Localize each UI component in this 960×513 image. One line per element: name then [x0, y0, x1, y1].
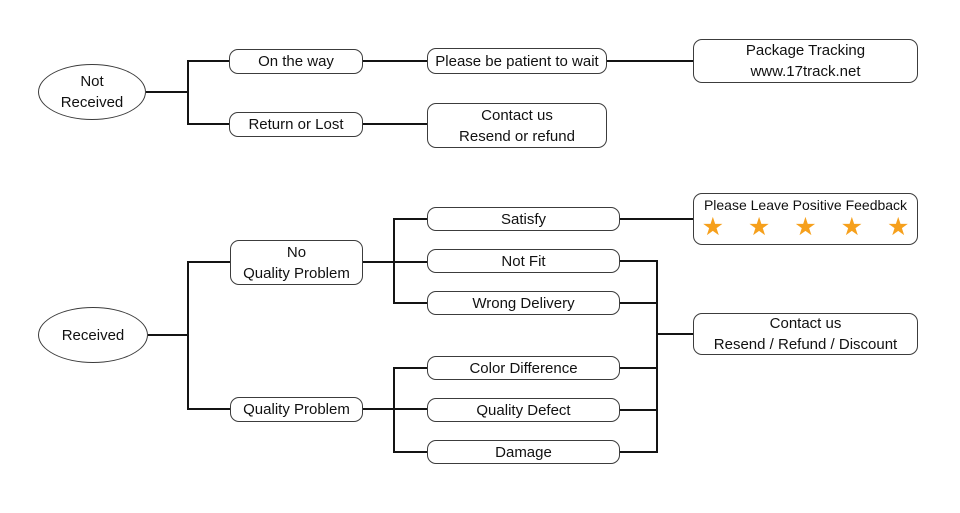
connector-line: [188, 123, 229, 125]
connector-line: [188, 60, 229, 62]
connector-line: [620, 409, 657, 411]
node-contact-us-resend-refund-discount: Contact us Resend / Refund / Discount: [693, 313, 918, 355]
node-positive-feedback: Please Leave Positive Feedback ★ ★ ★ ★ ★: [693, 193, 918, 245]
node-quality-defect: Quality Defect: [427, 398, 620, 422]
connector-line: [394, 218, 427, 220]
feedback-title: Please Leave Positive Feedback: [703, 197, 908, 213]
connector-line: [363, 261, 427, 263]
connector-line: [394, 302, 427, 304]
connector-line: [620, 367, 657, 369]
connector-line: [656, 260, 658, 453]
node-on-the-way: On the way: [229, 49, 363, 74]
connector-line: [187, 261, 189, 410]
connector-line: [363, 408, 427, 410]
node-package-tracking: Package Tracking www.17track.net: [693, 39, 918, 83]
node-not-received: Not Received: [38, 64, 146, 120]
connector-line: [148, 334, 188, 336]
node-please-be-patient: Please be patient to wait: [427, 48, 607, 74]
connector-line: [188, 408, 230, 410]
connector-line: [363, 123, 427, 125]
connector-line: [620, 302, 657, 304]
star-icon: ★ ★ ★ ★ ★: [701, 212, 918, 241]
node-damage: Damage: [427, 440, 620, 464]
node-contact-us-resend-refund: Contact us Resend or refund: [427, 103, 607, 148]
connector-line: [393, 218, 395, 304]
connector-line: [620, 218, 693, 220]
node-wrong-delivery: Wrong Delivery: [427, 291, 620, 315]
node-not-fit: Not Fit: [427, 249, 620, 273]
connector-line: [607, 60, 693, 62]
connector-line: [146, 91, 188, 93]
connector-line: [188, 261, 230, 263]
connector-line: [620, 451, 657, 453]
node-quality-problem: Quality Problem: [230, 397, 363, 422]
connector-line: [394, 367, 427, 369]
node-satisfy: Satisfy: [427, 207, 620, 231]
node-color-difference: Color Difference: [427, 356, 620, 380]
connector-line: [363, 60, 427, 62]
node-return-or-lost: Return or Lost: [229, 112, 363, 137]
connector-line: [394, 451, 427, 453]
node-no-quality-problem: No Quality Problem: [230, 240, 363, 285]
connector-line: [393, 367, 395, 453]
connector-line: [657, 333, 693, 335]
node-received: Received: [38, 307, 148, 363]
connector-line: [620, 260, 657, 262]
connector-line: [187, 60, 189, 125]
